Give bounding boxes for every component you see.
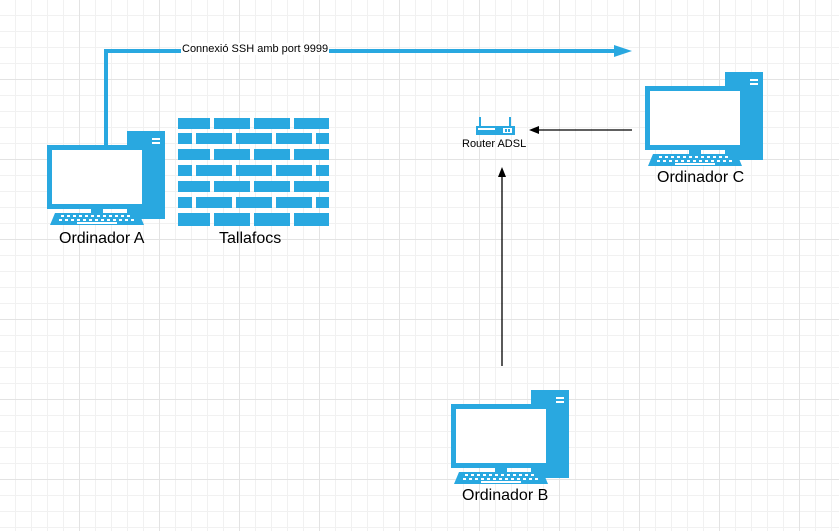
computer-a-label: Ordinador A [59, 230, 145, 247]
ssh-connection-edge [104, 45, 632, 148]
computer-b-icon[interactable] [451, 390, 569, 484]
ssh-connection-label: Connexió SSH amb port 9999 [181, 43, 330, 55]
computer-c-label: Ordinador C [657, 169, 745, 186]
computer-b-label: Ordinador B [462, 487, 549, 504]
computer-b-to-router-edge [498, 167, 506, 366]
router-icon[interactable] [476, 117, 515, 135]
computer-c-icon[interactable] [645, 72, 763, 166]
firewall-label: Tallafocs [219, 230, 282, 247]
router-label: Router ADSL [462, 138, 527, 150]
computer-a-icon[interactable] [47, 131, 165, 225]
computer-c-to-router-edge [529, 126, 632, 134]
firewall-icon[interactable] [178, 118, 329, 226]
